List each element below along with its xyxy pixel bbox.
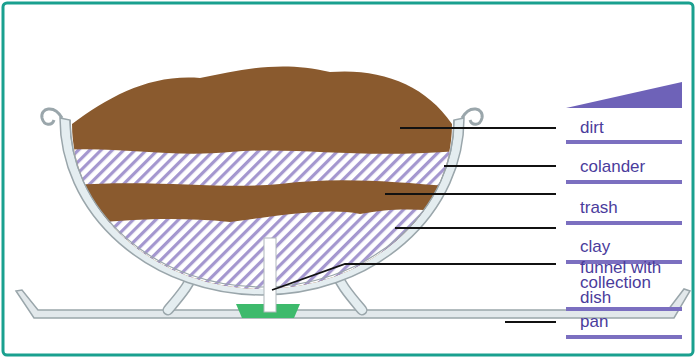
part-label: clay <box>580 239 684 254</box>
part-label: dirt <box>580 120 684 135</box>
part-label: funnel with collection dish <box>580 260 684 305</box>
part-label: pan <box>580 314 684 329</box>
colander-handle <box>462 109 482 124</box>
trash-layer <box>60 149 470 188</box>
colander-handle <box>42 109 62 124</box>
part-label: colander <box>580 159 684 174</box>
funnel <box>264 238 276 312</box>
leader-lines <box>272 128 556 322</box>
part-label: trash <box>580 200 684 215</box>
decoration-triangle <box>566 82 682 108</box>
frame <box>3 3 693 355</box>
